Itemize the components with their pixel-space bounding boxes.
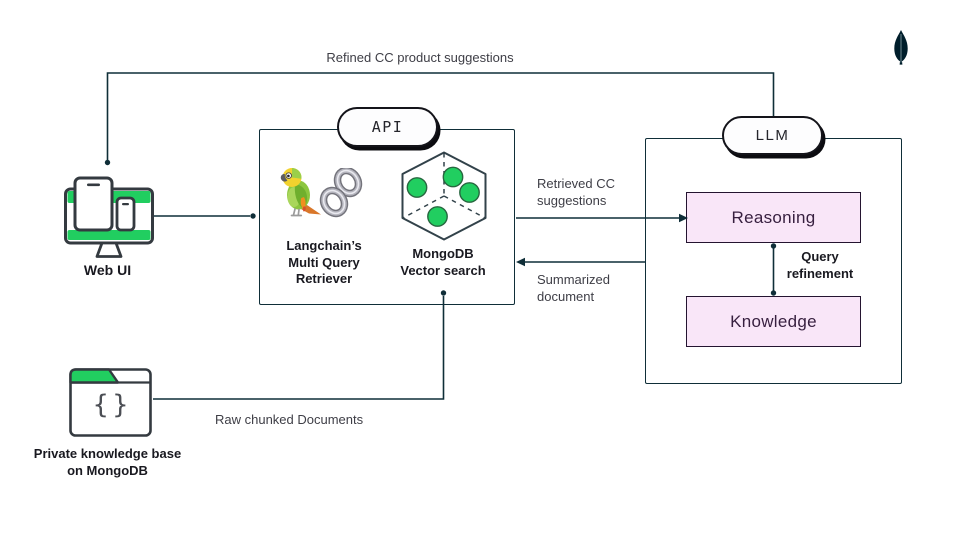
chain-link-icon: [319, 168, 363, 218]
connector-folder-to-vectorsearch: [153, 296, 445, 400]
knowledge-base-folder-icon: [69, 368, 152, 437]
reasoning-label: Reasoning: [731, 207, 816, 227]
langchain-retriever-label: Langchain’s Multi Query Retriever: [286, 238, 362, 286]
arrowhead-api-right: [516, 257, 525, 267]
edge-label-raw-chunked: Raw chunked Documents: [215, 412, 364, 427]
llm-pill-label: LLM: [755, 127, 790, 144]
arrow-dot-api-left: [250, 213, 256, 219]
mongodb-leaf-icon: [894, 30, 908, 65]
knowledge-label: Knowledge: [730, 311, 817, 331]
parrot-icon: [280, 168, 321, 217]
edge-label-summarized-document: Summarized document: [537, 272, 610, 304]
reasoning-node: Reasoning: [686, 192, 861, 243]
edge-label-query-refinement: Query refinement: [786, 249, 854, 281]
knowledge-node: Knowledge: [686, 296, 861, 347]
web-ui-devices-icon: [64, 176, 154, 258]
web-ui-label: Web UI: [83, 262, 132, 278]
vector-search-hexagon-icon: [401, 151, 487, 241]
edge-label-refined-suggestions: Refined CC product suggestions: [326, 50, 514, 65]
private-knowledge-base-label: Private knowledge base on MongoDB: [33, 446, 182, 478]
llm-pill: LLM: [722, 116, 823, 155]
braces-glyph: { }: [92, 390, 129, 420]
api-pill: API: [337, 107, 438, 147]
edge-label-retrieved-suggestions: Retrieved CC suggestions: [537, 176, 616, 208]
api-pill-label: API: [371, 118, 404, 136]
mongodb-vector-search-label: MongoDB Vector search: [400, 246, 486, 278]
